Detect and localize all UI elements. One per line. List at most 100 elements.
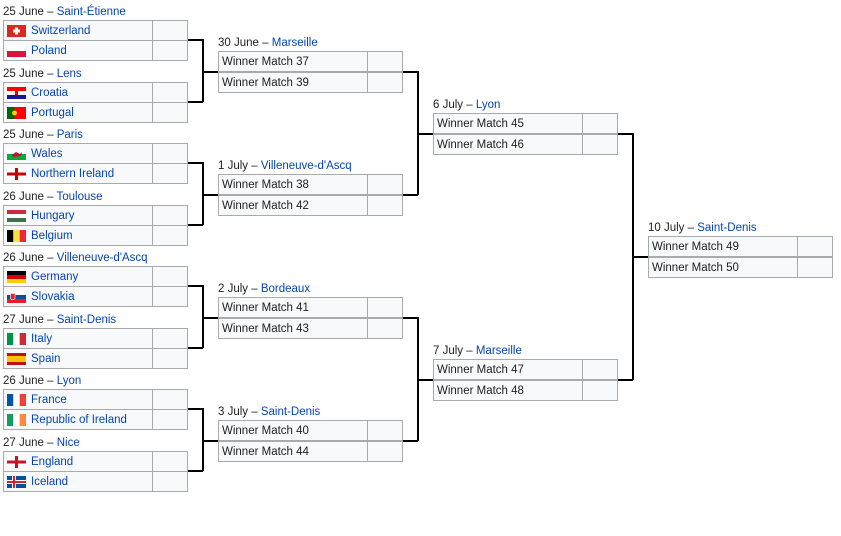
spain-flag-icon — [7, 352, 26, 365]
team-row: Germany — [3, 266, 188, 287]
venue-link[interactable]: Bordeaux — [260, 283, 311, 295]
team-name-link[interactable]: Belgium — [31, 229, 73, 242]
score-cell — [153, 143, 188, 164]
date-venue-separator: – — [43, 375, 57, 387]
team-row: Belgium — [3, 225, 188, 246]
belgium-flag-icon — [7, 229, 26, 242]
score-cell — [368, 51, 403, 72]
score-cell — [583, 134, 618, 155]
score-cell — [153, 451, 188, 472]
team-row: Spain — [3, 348, 188, 369]
score-cell — [368, 297, 403, 318]
venue-link[interactable]: Saint-Étienne — [56, 6, 126, 18]
venue-link[interactable]: Lyon — [475, 99, 501, 111]
match-header: 25 June – Paris — [3, 127, 83, 143]
match-date: 1 July — [218, 160, 249, 172]
venue-link[interactable]: Nice — [56, 437, 80, 449]
venue-link[interactable]: Saint-Denis — [697, 222, 757, 234]
team-row: Winner Match 47 — [433, 359, 618, 380]
team-name-link[interactable]: Republic of Ireland — [31, 413, 127, 426]
venue-link[interactable]: Toulouse — [56, 191, 103, 203]
match-date: 25 June — [3, 68, 44, 80]
team-row: Winner Match 44 — [218, 441, 403, 462]
team-name-link[interactable]: Hungary — [31, 209, 75, 222]
team-placeholder: Winner Match 49 — [652, 240, 739, 253]
team-row: Winner Match 42 — [218, 195, 403, 216]
team-name-link[interactable]: Portugal — [31, 106, 74, 119]
ireland-flag-icon — [7, 413, 26, 426]
switzerland-flag-icon — [7, 24, 26, 37]
team-row: France — [3, 389, 188, 410]
match-header: 7 July – Marseille — [433, 343, 522, 359]
team-name-link[interactable]: Croatia — [31, 86, 69, 99]
team-row: Winner Match 45 — [433, 113, 618, 134]
venue-link[interactable]: Paris — [56, 129, 83, 141]
date-venue-separator: – — [463, 99, 476, 111]
venue-link[interactable]: Saint-Denis — [260, 406, 321, 418]
team-cell: Winner Match 48 — [433, 380, 583, 401]
date-venue-separator: – — [43, 314, 57, 326]
score-cell — [368, 420, 403, 441]
venue-link[interactable]: Villeneuve-d'Ascq — [260, 160, 352, 172]
team-name-link[interactable]: Wales — [31, 147, 63, 160]
team-cell: Winner Match 37 — [218, 51, 368, 72]
team-cell: Winner Match 45 — [433, 113, 583, 134]
team-row: Wales — [3, 143, 188, 164]
team-row: England — [3, 451, 188, 472]
score-cell — [798, 257, 833, 278]
team-name-link[interactable]: Iceland — [31, 475, 69, 488]
team-name-link[interactable]: Spain — [31, 352, 61, 365]
date-venue-separator: – — [248, 160, 261, 172]
team-name-link[interactable]: Poland — [31, 44, 67, 57]
connector-line — [403, 71, 433, 196]
match-header: 3 July – Saint-Denis — [218, 404, 320, 420]
team-name-link[interactable]: Italy — [31, 332, 53, 345]
portugal-flag-icon — [7, 106, 26, 119]
team-placeholder: Winner Match 37 — [222, 55, 309, 68]
date-venue-separator: – — [43, 129, 57, 141]
match-date: 6 July — [433, 99, 464, 111]
team-name-link[interactable]: Switzerland — [31, 24, 91, 37]
team-name-link[interactable]: France — [31, 393, 67, 406]
venue-link[interactable]: Villeneuve-d'Ascq — [56, 252, 148, 264]
score-cell — [368, 441, 403, 462]
match-header: 26 June – Lyon — [3, 373, 81, 389]
team-cell: Croatia — [3, 82, 153, 103]
hungary-flag-icon — [7, 209, 26, 222]
match-header: 26 June – Villeneuve-d'Ascq — [3, 250, 148, 266]
venue-link[interactable]: Lens — [56, 68, 82, 80]
team-name-link[interactable]: England — [31, 455, 74, 468]
score-cell — [583, 380, 618, 401]
team-cell: Winner Match 40 — [218, 420, 368, 441]
team-row: Winner Match 39 — [218, 72, 403, 93]
team-row: Slovakia — [3, 286, 188, 307]
venue-link[interactable]: Saint-Denis — [56, 314, 117, 326]
score-cell — [583, 113, 618, 134]
team-row: Republic of Ireland — [3, 409, 188, 430]
team-row: Northern Ireland — [3, 163, 188, 184]
score-cell — [368, 72, 403, 93]
team-row: Winner Match 48 — [433, 380, 618, 401]
team-placeholder: Winner Match 41 — [222, 301, 309, 314]
score-cell — [368, 318, 403, 339]
team-row: Winner Match 38 — [218, 174, 403, 195]
team-cell: Germany — [3, 266, 153, 287]
team-name-link[interactable]: Slovakia — [31, 290, 75, 303]
croatia-flag-icon — [7, 86, 26, 99]
team-cell: Hungary — [3, 205, 153, 226]
score-cell — [153, 205, 188, 226]
venue-link[interactable]: Marseille — [271, 37, 318, 49]
score-cell — [153, 471, 188, 492]
team-placeholder: Winner Match 48 — [437, 384, 524, 397]
date-venue-separator: – — [258, 37, 272, 49]
team-row: Winner Match 41 — [218, 297, 403, 318]
match-header: 25 June – Lens — [3, 66, 82, 82]
team-name-link[interactable]: Northern Ireland — [31, 167, 115, 180]
venue-link[interactable]: Marseille — [475, 345, 522, 357]
venue-link[interactable]: Lyon — [56, 375, 82, 387]
team-cell: Winner Match 50 — [648, 257, 798, 278]
team-placeholder: Winner Match 40 — [222, 424, 309, 437]
score-cell — [153, 389, 188, 410]
team-cell: Spain — [3, 348, 153, 369]
team-name-link[interactable]: Germany — [31, 270, 79, 283]
